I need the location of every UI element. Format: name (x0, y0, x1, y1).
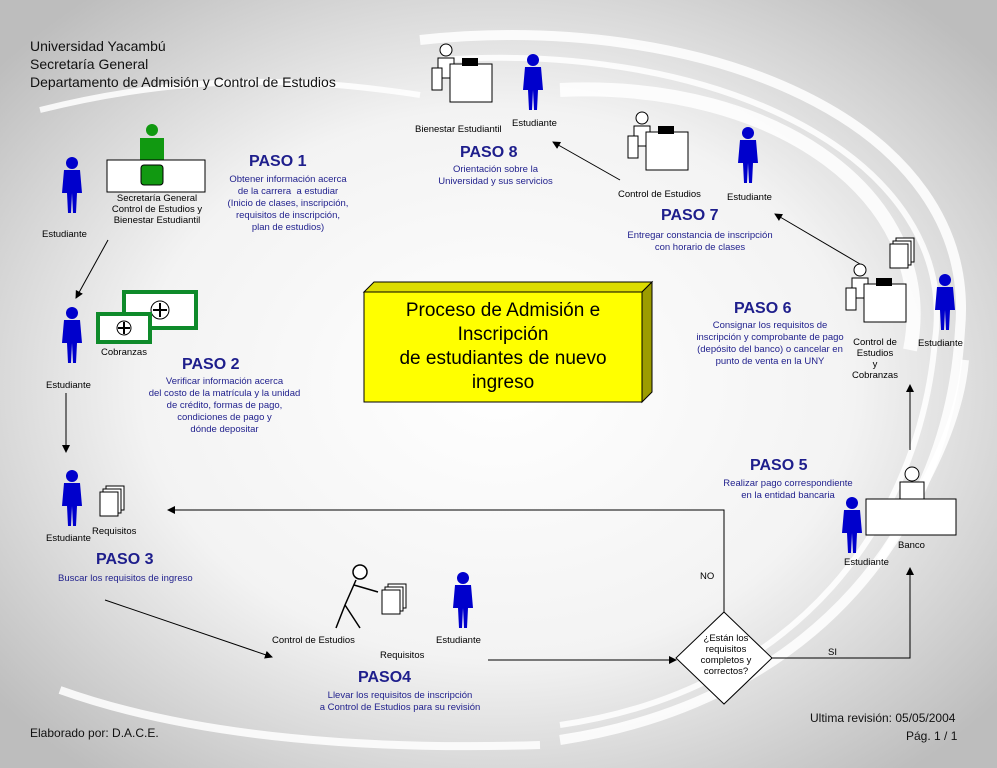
diagram-title: Proceso de Admisión e Inscripción de est… (399, 300, 607, 393)
control-estudios-label-2: Control de Estudios (618, 189, 701, 200)
decision-question: ¿Están los requisitos completos y correc… (700, 633, 752, 677)
estudiante-label-6: Estudiante (918, 338, 963, 349)
estudiante-label-5: Estudiante (844, 557, 889, 568)
estudiante-label-7: Estudiante (727, 192, 772, 203)
paso3-desc: Buscar los requisitos de ingreso (58, 573, 193, 584)
paso2-desc: Verificar información acerca del costo d… (148, 376, 301, 435)
title-box (362, 280, 654, 404)
footer-elaborado: Elaborado por: D.A.C.E. (30, 726, 159, 740)
requisitos-label-1: Requisitos (92, 526, 137, 537)
decision-no-label: NO (700, 571, 715, 582)
paso1-desc: Obtener información acerca de la carrera… (227, 174, 349, 233)
header-university: Universidad Yacambú (30, 38, 166, 54)
paso5-desc: Realizar pago correspondiente en la enti… (723, 478, 853, 501)
paso4-desc: Llevar los requisitos de inscripción a C… (319, 690, 481, 713)
secretaria-label: Secretaría General Control de Estudios y… (111, 193, 203, 226)
decision-si-label: SI (828, 647, 837, 658)
paso5-label: PASO 5 (750, 457, 808, 474)
requisitos-papers-icon-1 (99, 485, 125, 517)
estudiante-label-3: Estudiante (46, 533, 91, 544)
estudiante-label-4: Estudiante (436, 635, 481, 646)
requisitos-label-2: Requisitos (380, 650, 425, 661)
paso7-desc: Entregar constancia de inscripción con h… (627, 230, 773, 253)
paso4-label: PASO4 (358, 669, 412, 686)
flow-arrows (62, 141, 914, 664)
footer-pagina: Pág. 1 / 1 (906, 729, 958, 743)
paso6-desc: Consignar los requisitos de inscripción … (696, 320, 844, 367)
control-estudios-label-1: Control de Estudios (272, 635, 355, 646)
control-cobranzas-label: Control de Estudios y Cobranzas (852, 337, 898, 381)
paso3-label: PASO 3 (96, 551, 154, 568)
decision-diamond (675, 611, 773, 705)
control-estudios-clerk-icon (335, 564, 379, 629)
paso8-label: PASO 8 (460, 144, 518, 161)
cobranzas-label: Cobranzas (101, 347, 147, 358)
secretaria-desk (106, 124, 206, 193)
paso2-label: PASO 2 (182, 356, 240, 373)
paso8-desc: Orientación sobre la Universidad y sus s… (438, 164, 553, 187)
paso1-label: PASO 1 (249, 153, 307, 170)
estudiante-label-8: Estudiante (512, 118, 557, 129)
header-secretaria: Secretaría General (30, 56, 149, 72)
background-swirls (39, 30, 969, 751)
paso6-label: PASO 6 (734, 300, 792, 317)
footer-revision: Ultima revisión: 05/05/2004 (810, 711, 956, 725)
requisitos-papers-icon-3 (889, 237, 915, 269)
banco-desk (865, 466, 957, 536)
header-department: Departamento de Admisión y Control de Es… (30, 74, 336, 90)
estudiante-label-2: Estudiante (46, 380, 91, 391)
bienestar-label: Bienestar Estudiantil (415, 124, 502, 135)
banco-label: Banco (898, 540, 925, 551)
requisitos-papers-icon-2 (381, 583, 407, 615)
money-bills-icon (96, 290, 198, 344)
paso7-label: PASO 7 (661, 207, 719, 224)
estudiante-label-1: Estudiante (42, 229, 87, 240)
